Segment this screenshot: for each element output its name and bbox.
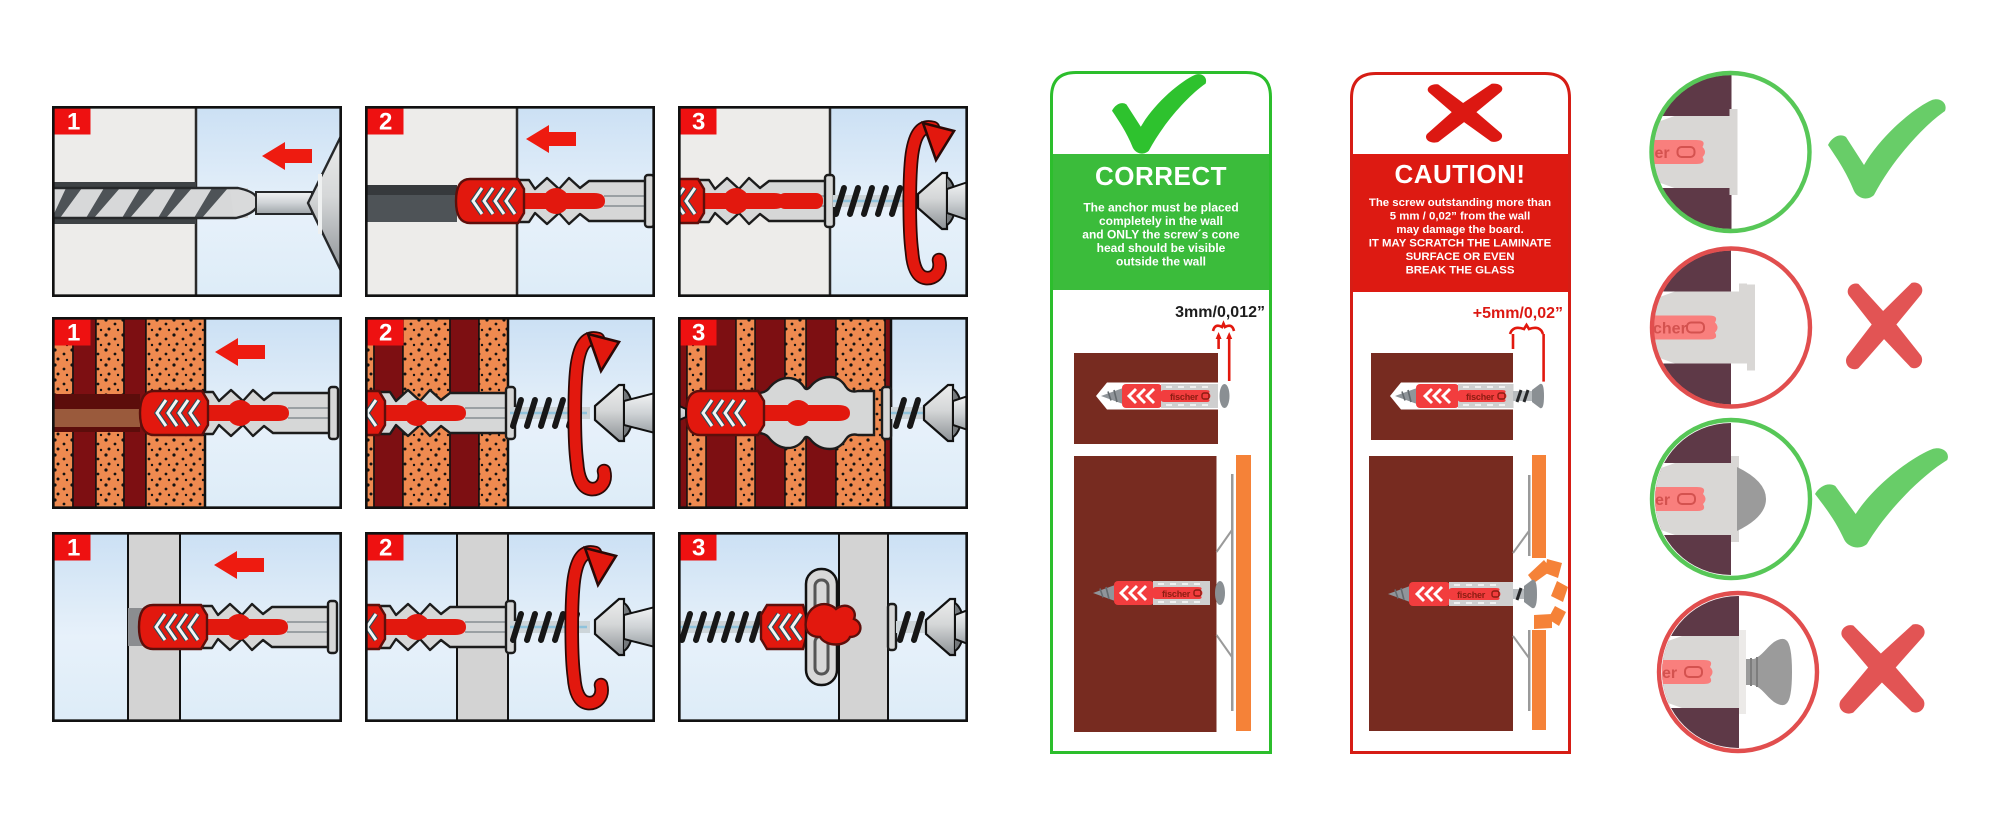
svg-text:3: 3 — [692, 535, 705, 562]
svg-text:fischer: fischer — [1457, 590, 1486, 600]
svg-text:er: er — [1655, 145, 1670, 162]
svg-text:2: 2 — [379, 109, 392, 136]
svg-text:5 mm / 0,02” from the wall: 5 mm / 0,02” from the wall — [1390, 211, 1531, 223]
svg-text:may damage the board.: may damage the board. — [1396, 224, 1523, 236]
svg-text:IT MAY SCRATCH THE LAMINATE: IT MAY SCRATCH THE LAMINATE — [1369, 238, 1552, 250]
svg-text:completely in the wall: completely in the wall — [1099, 214, 1223, 228]
svg-text:cher: cher — [1653, 321, 1687, 338]
svg-text:3mm/0,012”: 3mm/0,012” — [1175, 304, 1265, 321]
svg-text:1: 1 — [67, 320, 80, 347]
svg-text:2: 2 — [379, 320, 392, 347]
svg-text:fischer: fischer — [1170, 392, 1199, 402]
svg-text:+5mm/0,02”: +5mm/0,02” — [1473, 305, 1563, 322]
svg-text:CORRECT: CORRECT — [1095, 161, 1227, 191]
svg-text:3: 3 — [692, 109, 705, 136]
svg-text:head should be visible: head should be visible — [1097, 241, 1226, 255]
svg-text:1: 1 — [67, 109, 80, 136]
svg-text:SURFACE OR EVEN: SURFACE OR EVEN — [1406, 251, 1515, 263]
svg-text:er: er — [1655, 492, 1670, 509]
svg-text:The screw outstanding more tha: The screw outstanding more than — [1369, 197, 1551, 209]
svg-text:BREAK THE GLASS: BREAK THE GLASS — [1406, 265, 1515, 277]
svg-text:fischer: fischer — [1466, 392, 1495, 402]
svg-text:and ONLY the screw´s cone: and ONLY the screw´s cone — [1082, 228, 1240, 242]
svg-text:2: 2 — [379, 535, 392, 562]
svg-text:3: 3 — [692, 320, 705, 347]
svg-text:fischer: fischer — [1162, 589, 1191, 599]
svg-text:er: er — [1662, 665, 1677, 682]
svg-text:1: 1 — [67, 535, 80, 562]
svg-text:The anchor must be placed: The anchor must be placed — [1083, 201, 1238, 215]
svg-text:CAUTION!: CAUTION! — [1394, 159, 1525, 189]
svg-text:outside the wall: outside the wall — [1116, 255, 1206, 269]
